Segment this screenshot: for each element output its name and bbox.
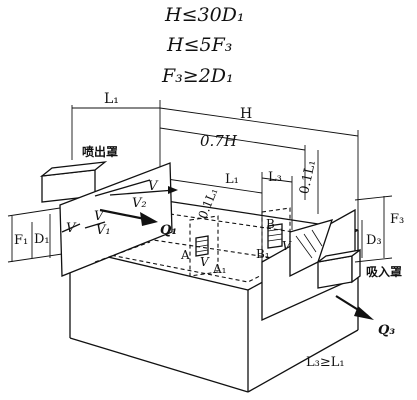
- label-v-top: V: [148, 179, 159, 194]
- label-f1: F₁: [14, 233, 28, 248]
- dim-h-line: [159, 107, 359, 137]
- label-b1: B₁: [256, 247, 270, 261]
- label-q1: Q₁: [160, 223, 177, 238]
- jet-arrow-v1: [84, 221, 106, 229]
- section-a-hatch-2: [195, 244, 209, 248]
- suction-hood-hatch-1: [295, 235, 313, 259]
- label-l1-top: L₁: [104, 91, 119, 107]
- suction-hood-hatch-3: [311, 229, 323, 247]
- tank-front-bottom-edge: [69, 337, 249, 393]
- label-q3: Q₃: [378, 323, 395, 338]
- label-l3-condition: L₃≥L₁: [306, 355, 345, 370]
- dim-l3-line: [261, 177, 293, 183]
- section-a-plane: [189, 215, 219, 277]
- label-a1: A₁: [212, 262, 226, 276]
- formula-block: H≤30D₁ H≤5F₃ F₃≥2D₁: [161, 4, 245, 87]
- jet-arrow-q1-head: [140, 212, 158, 226]
- jet-arrow-v-a: [61, 223, 81, 233]
- jet-arrow-v2: [109, 189, 176, 196]
- label-v-section-b: V: [282, 239, 292, 253]
- suction-hood-duct-side: [351, 248, 361, 284]
- section-b-hatch-3: [267, 238, 283, 242]
- exhaust-arrow-q3-head: [354, 306, 374, 320]
- label-v-section-a: V: [200, 255, 210, 269]
- dim-07h-line: [159, 127, 306, 151]
- dim-f3-bottom: [354, 257, 393, 263]
- label-h-top: H: [240, 106, 252, 122]
- label-a: A: [180, 248, 190, 262]
- label-l1-mid: L₁: [225, 172, 239, 187]
- label-d1: D₁: [34, 232, 50, 247]
- formula-3: F₃≥2D₁: [161, 65, 234, 87]
- jet-arrow-v2-head: [168, 186, 178, 194]
- label-01l1-mid: 0.1L₁: [196, 186, 221, 221]
- formula-1: H≤30D₁: [164, 4, 245, 26]
- label-d3: D₃: [366, 233, 382, 248]
- label-l3-mid: L₃: [268, 170, 282, 185]
- dim-f3-top: [354, 195, 393, 201]
- label-v1: V₁: [96, 223, 111, 238]
- label-v-b: V: [94, 209, 105, 224]
- section-b-hatch-1: [267, 228, 283, 232]
- tank-right-bottom-edge: [247, 329, 359, 393]
- label-b: B: [266, 217, 275, 231]
- blow-hood-duct-top: [39, 161, 108, 177]
- label-01l1-right: 0.1L₁: [297, 159, 319, 196]
- section-a-hatch-1: [195, 239, 209, 243]
- label-blow-hood: 喷出罩: [82, 144, 118, 159]
- blow-hood-slot-bottom: [94, 241, 151, 263]
- label-v-a: V: [66, 221, 77, 236]
- dim-f1-top: [7, 207, 61, 217]
- blow-hood-slot-top: [94, 179, 151, 197]
- section-a-hatch-3: [195, 249, 209, 253]
- dim-l1-mid-line: [159, 177, 263, 194]
- section-a-velocity-profile: [195, 235, 209, 257]
- label-suction-hood: 吸入罩: [366, 265, 402, 279]
- label-v2: V₂: [132, 196, 147, 211]
- label-f3: F₃: [390, 212, 404, 227]
- formula-2: H≤5F₃: [166, 34, 232, 56]
- label-07h: 0.7H: [200, 132, 238, 150]
- blow-hood-plate: [59, 162, 173, 277]
- section-b-hatch-2: [267, 233, 283, 237]
- dim-f1-bottom: [7, 253, 63, 263]
- suction-hood-hatch-2: [303, 233, 317, 253]
